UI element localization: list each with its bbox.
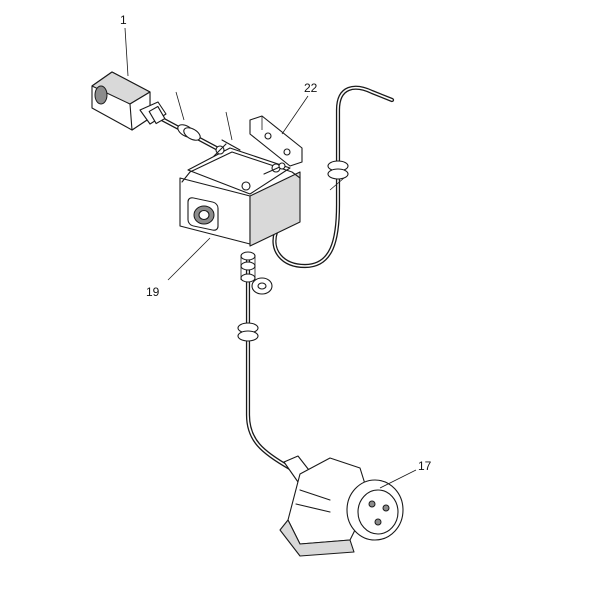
cable-gland — [240, 251, 256, 283]
callout-19: 19 — [146, 285, 160, 299]
junction-box — [179, 147, 301, 247]
callout-22: 22 — [304, 81, 318, 95]
mounting-bracket — [249, 115, 303, 167]
screw-left — [213, 139, 241, 157]
callout-1: 1 — [120, 13, 127, 27]
cable-loop-upper-right — [272, 85, 395, 269]
screw-right — [263, 162, 286, 175]
cable-down-to-plug — [245, 252, 293, 471]
grommet-lower — [237, 322, 259, 342]
callout-17: 17 — [418, 459, 432, 473]
sensor-unit — [91, 71, 167, 131]
washer — [251, 277, 273, 295]
grommet-upper-right — [327, 160, 349, 180]
grommet-sensor-cable — [177, 124, 201, 141]
leader-lines — [124, 27, 417, 489]
plug-connector — [279, 455, 404, 557]
